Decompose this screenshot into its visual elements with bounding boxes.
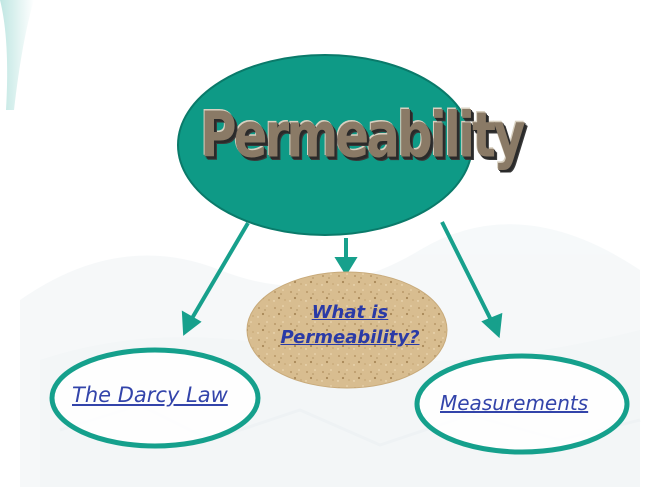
what-is-line1: What is — [311, 302, 389, 323]
connector-arrows — [181, 221, 503, 339]
arrow-to-measurements — [440, 221, 494, 323]
arrow-to-darcy — [189, 221, 250, 322]
darcy-node[interactable] — [49, 347, 261, 449]
what-is-node[interactable] — [246, 271, 448, 389]
central-node[interactable] — [177, 54, 473, 236]
arrow-to-darcy-head — [181, 310, 202, 336]
what-is-line2: Permeability? — [280, 327, 420, 348]
left-ribbon-decoration — [0, 0, 34, 110]
central-node-title: Permeability — [200, 98, 526, 172]
what-is-permeability-link[interactable]: What is Permeability? — [255, 300, 445, 350]
arrow-to-what-is-head — [334, 257, 358, 276]
arrow-to-measurements-head — [481, 312, 503, 339]
measurements-node[interactable] — [414, 353, 630, 455]
darcy-law-link[interactable]: The Darcy Law — [72, 383, 228, 407]
measurements-link[interactable]: Measurements — [440, 391, 589, 415]
